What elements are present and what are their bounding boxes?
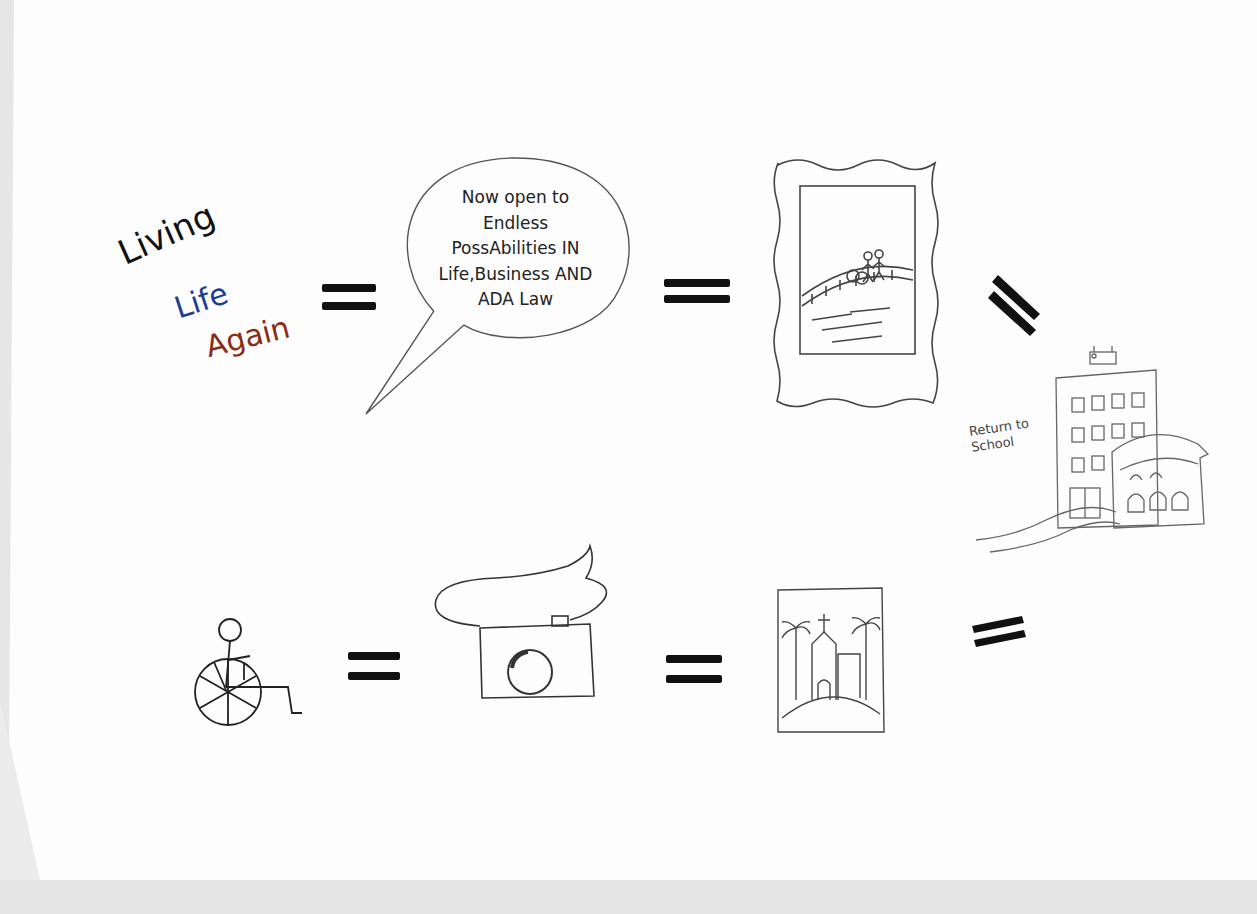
equals-sign bbox=[348, 616, 1026, 683]
speech-bubble: Now open to Endless PossAbilities IN Lif… bbox=[408, 165, 623, 339]
wheelchair-figure bbox=[195, 619, 302, 725]
table-ground bbox=[0, 880, 1257, 914]
bubble-text: Now open to Endless PossAbilities IN Lif… bbox=[434, 185, 597, 313]
caption-note: Return to School bbox=[968, 415, 1036, 456]
title-word: Life bbox=[170, 275, 232, 325]
bubble-outline-path bbox=[366, 158, 629, 414]
title-word: Again bbox=[202, 309, 293, 364]
paper-shadow bbox=[0, 700, 40, 880]
title-word: Living bbox=[112, 195, 221, 273]
camera-icon bbox=[435, 546, 606, 698]
church-picture bbox=[778, 588, 884, 732]
framed-picture bbox=[774, 160, 938, 407]
